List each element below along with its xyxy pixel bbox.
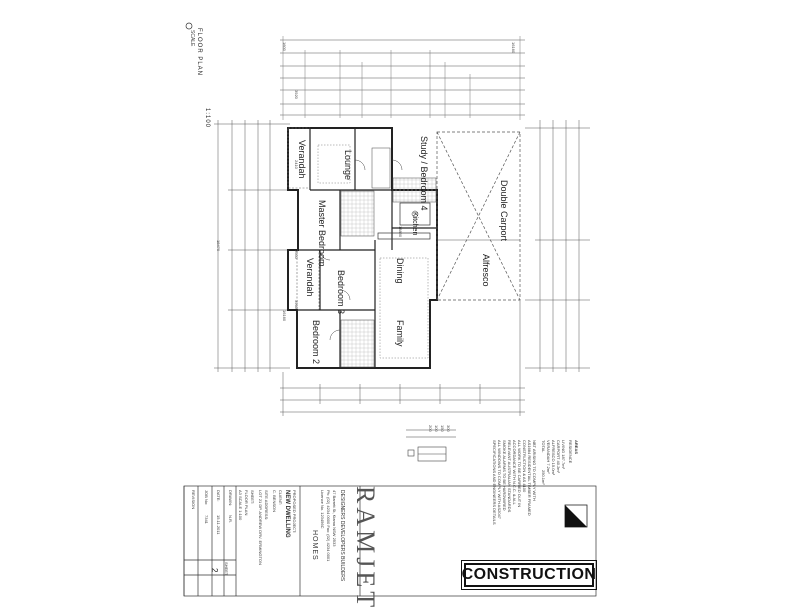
note-5: ACCORDANCE WITH N.C.C. & ALL xyxy=(512,440,517,505)
areas-total: 250.1m² xyxy=(541,470,546,485)
family-ceiling-outline xyxy=(379,257,429,359)
tb-client-label: CLIENT: xyxy=(278,490,283,505)
builder-contact-3: Licence No. 123456C xyxy=(320,490,325,529)
legend-value-4: 200 xyxy=(428,425,433,432)
bathroom-tiles xyxy=(340,319,375,368)
tb-date-label: DATE: xyxy=(216,490,221,502)
areas-row-4: VERANDAH 7.2m² xyxy=(546,440,551,474)
dim-bottom-overall: 16160 xyxy=(511,42,516,54)
tb-sheet: FLOOR PLAN xyxy=(244,490,249,516)
tb-sheet-no: 2 xyxy=(210,568,219,573)
room-verandah-mid-label: Verandah xyxy=(305,258,315,297)
areas-heading: AREAS xyxy=(574,440,579,455)
tb-sheet-label: SHEET: xyxy=(250,490,255,505)
island-bench xyxy=(377,232,431,240)
note-9: SPECIFICATIONS AND ENGINEERS DETAILS xyxy=(492,440,497,525)
note-6: RELEVANT AUSTRALIAN STANDARDS xyxy=(507,440,512,513)
drawing-number-symbol xyxy=(185,22,193,30)
drawing-title: FLOOR PLAN xyxy=(196,28,202,77)
tb-revision-label: REVISION xyxy=(191,490,196,510)
note-8: ALL WINDOWS TO COMPLY WITH AS2047 xyxy=(497,440,502,519)
builder-tagline: DESIGNERS DEVELOPERS BUILDERS xyxy=(339,490,345,582)
tb-sheet-no-label: SHEET xyxy=(224,562,229,576)
top-dimension-strings xyxy=(280,36,525,120)
tb-date: 15.11.2011 xyxy=(216,515,221,535)
builder-contact-2: Ph: (02) 4234 0000 Fax: (02) 4234 0001 xyxy=(326,490,331,562)
tb-site: LOT 21 DP. ANDREW DRV. ERMINGTON xyxy=(258,490,263,565)
right-dimension-strings xyxy=(525,120,590,372)
kitchen-bench xyxy=(399,202,431,226)
door-swings xyxy=(319,159,403,341)
room-bedroom2-label: Bedroom 2 xyxy=(311,320,321,365)
ensuite-tiles xyxy=(340,190,375,237)
north-arrow xyxy=(564,504,588,528)
areas-row-1: LIVING 187.7m² xyxy=(561,440,566,469)
builder-contact-1: 47 Barrett St, Kiama NSW 2533 xyxy=(332,490,337,547)
window-legend xyxy=(406,429,456,462)
dim-top-5: 3960 xyxy=(294,300,299,309)
carport-outline xyxy=(436,131,521,301)
dim-top-1: 1600 xyxy=(282,42,287,51)
builder-homes: HOMES xyxy=(311,530,318,561)
dim-top-4: 2500 xyxy=(294,250,299,259)
room-alfresco-label: Alfresco xyxy=(481,254,491,287)
room-carport-label: Double Carport xyxy=(499,180,509,242)
internal-walls xyxy=(298,128,437,368)
note-2: AS1684 RESIDENTIAL TIMBER FRAMED xyxy=(527,440,532,516)
dim-right-overall: 18470 xyxy=(216,240,221,252)
note-4: ALL WORK TO BE CARRIED OUT IN xyxy=(517,440,522,508)
areas-row-2: CARPORT 40.2m² xyxy=(556,440,561,473)
tb-job-label: JOB No: xyxy=(204,490,209,506)
tb-project: NEW DWELLING xyxy=(284,490,290,538)
construction-stamp: CONSTRUCTION xyxy=(461,560,597,590)
room-master-label: Master Bedroom xyxy=(317,200,327,267)
bottom-dimension-strings xyxy=(280,300,525,416)
note-1: NBT ARISING TO COMPLY WITH xyxy=(532,440,537,501)
drawing-scale: 1:100 xyxy=(204,108,210,129)
legend-value-2: 150 xyxy=(440,425,445,432)
laundry-tiles xyxy=(392,177,437,203)
dim-top-overall: 16160 xyxy=(282,310,287,322)
title-block-frame xyxy=(183,485,597,597)
verandah-top-outline xyxy=(287,127,311,189)
builder-logo: RAMJET xyxy=(351,486,380,611)
legend-value-3: 100 xyxy=(434,425,439,432)
tb-job: 7341 xyxy=(204,515,209,524)
room-kitchen-label: Kitchen xyxy=(411,212,418,236)
dim-left-overall: 18830 xyxy=(398,226,403,238)
tb-drawn: N.R. xyxy=(228,515,233,523)
room-lounge-label: Lounge xyxy=(343,150,353,181)
areas-total-label: TOTAL xyxy=(541,440,546,453)
tb-project-label: PROPOSED PROJECT: xyxy=(292,490,297,534)
room-family-label: Family xyxy=(395,320,405,347)
lounge-ceiling-outline xyxy=(317,144,351,184)
tb-client: C. BENSON xyxy=(272,490,277,513)
left-dimension-strings xyxy=(214,120,290,372)
tb-scale: A3 SCALE 1:100 xyxy=(238,490,243,521)
dim-top-2: 3920 xyxy=(294,90,299,99)
dim-top-3: 2410 xyxy=(294,160,299,169)
note-3: CONSTRUCTION & AS 4100 xyxy=(522,440,527,493)
sink-mark xyxy=(411,210,419,218)
room-bedroom3-label: Bedroom 3 xyxy=(336,270,346,315)
tb-drawn-label: DRAWN: xyxy=(228,490,233,507)
tb-site-label: SITE ADDRESS: xyxy=(264,490,269,521)
legend-value-1: 300 xyxy=(446,425,451,432)
areas-row-3: ALFRESCO 15.0m² xyxy=(551,440,556,476)
wir-outline xyxy=(371,147,391,189)
areas-subheading: RESIDENCE xyxy=(568,440,573,464)
scale-label: SCALE xyxy=(189,30,195,47)
room-study-label: Study / Bedroom 4 xyxy=(419,136,429,211)
room-dining-label: Dining xyxy=(395,258,405,284)
note-7: SMOKE ALARMS TO BE HARDWIRED xyxy=(502,440,507,511)
